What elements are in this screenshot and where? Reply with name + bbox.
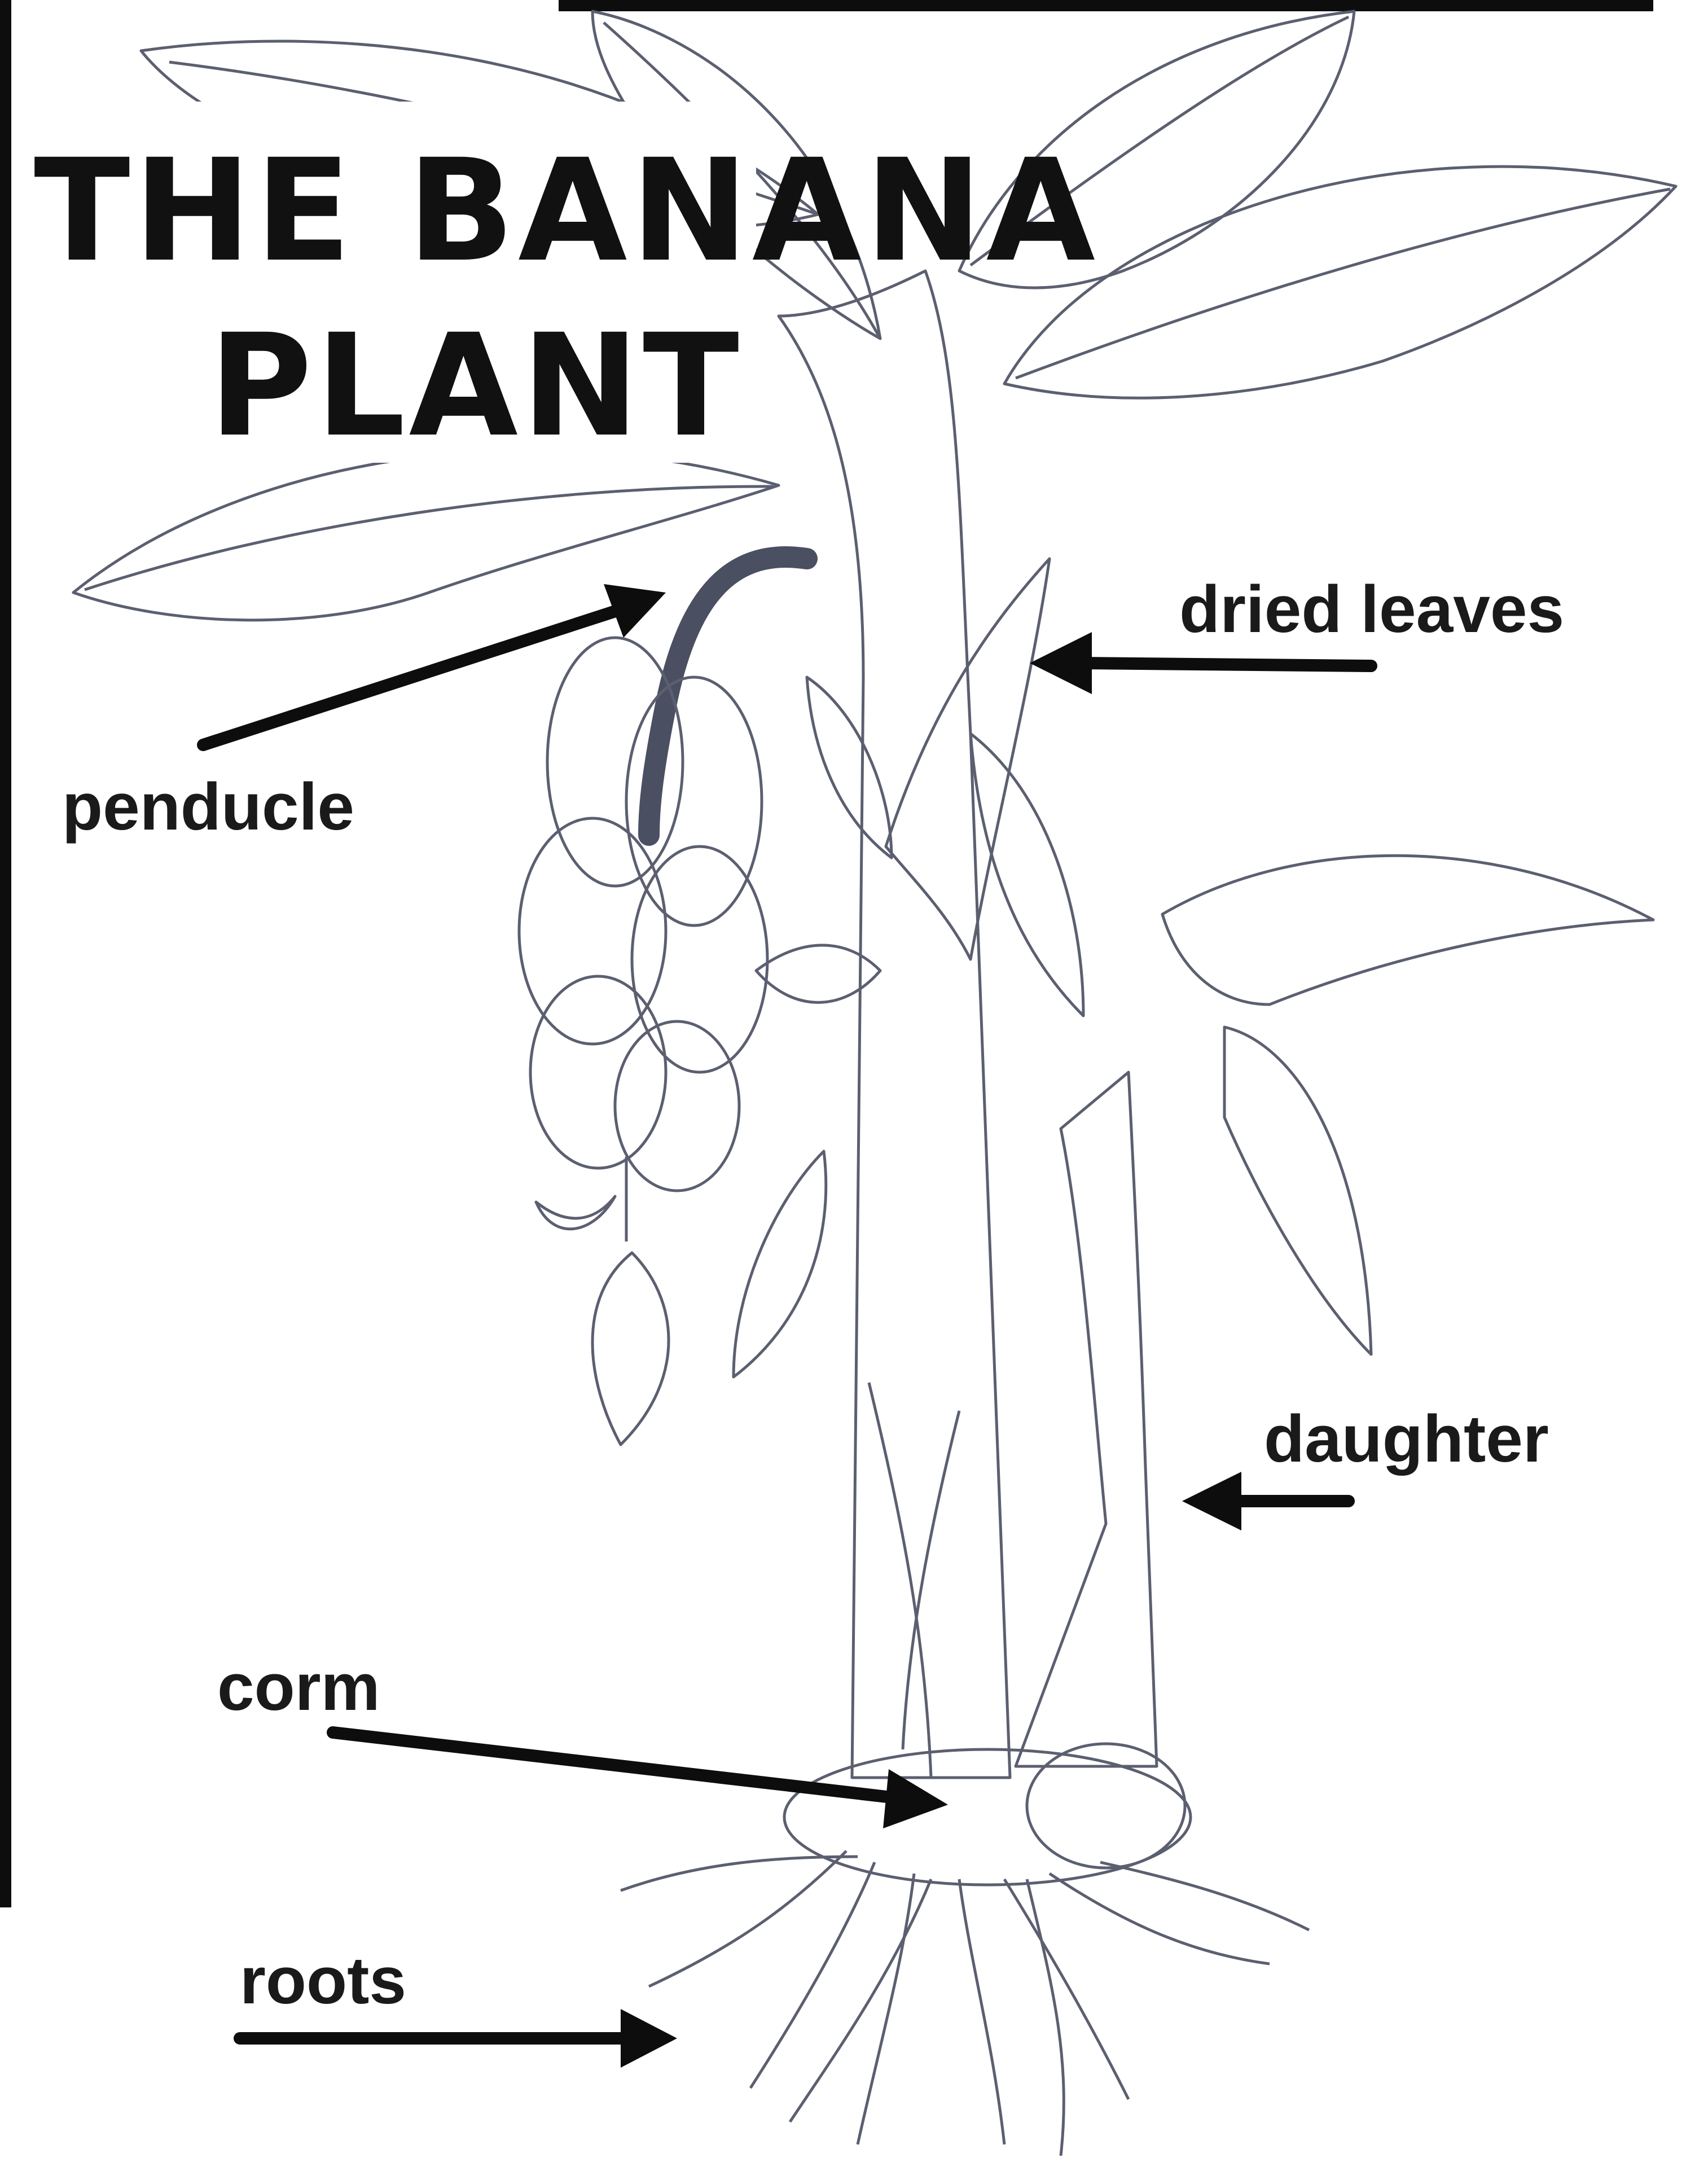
top-border-bar [559,0,1653,11]
label-dried-leaves: dried leaves [1179,572,1564,647]
small-banana [536,1196,615,1229]
daughter-leaf-lower-right [1224,1027,1371,1354]
arrow-daughter [1182,1472,1349,1530]
arrows [203,584,1371,2068]
title-block: THE BANANA PLANT [23,102,1099,468]
banana-flower-bud [592,1253,669,1445]
daughter-stem [1016,1072,1157,1766]
stem-sheath-lines [869,1383,959,1778]
label-daughter: daughter [1264,1402,1549,1476]
leaf-right [1004,166,1676,398]
main-stem-body [779,271,1010,1778]
label-corm: corm [217,1650,380,1725]
main-pseudostem [779,271,1050,1778]
main-stem-side-leaves [734,677,892,1377]
left-border-bar [0,0,11,1907]
dried-leaf-sheath [886,559,1050,959]
title-line-2: PLANT [209,304,743,468]
banana-bunch [519,638,767,1191]
roots [621,1851,1309,2156]
side-leaf-upper [807,677,892,858]
label-roots: roots [240,1944,406,2018]
labels: penducle dried leaves daughter corm root… [62,572,1564,2018]
peduncle-and-bunch [519,557,807,1445]
title-line-1: THE BANANA [34,129,1099,293]
arrow-corm [333,1732,948,1828]
label-penducle: penducle [62,770,354,844]
corm-and-roots [621,1744,1309,2156]
daughter-plant [971,734,1653,1766]
arrow-penducle [203,584,666,745]
leaf-left-lower [73,450,779,620]
side-leaf-lower-left [734,1151,826,1377]
daughter-leaf-right [1162,856,1653,1004]
